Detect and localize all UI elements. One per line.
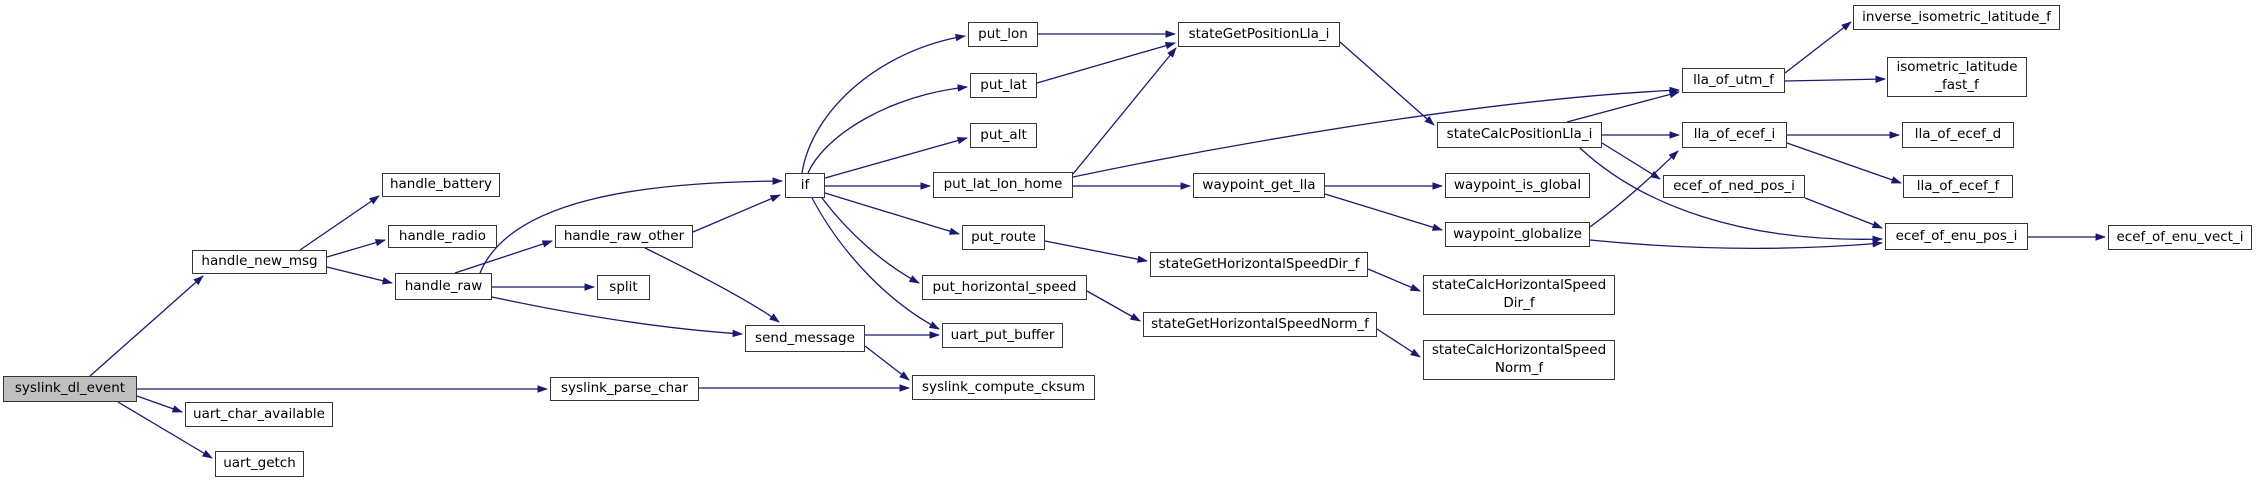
node-inverse_isometric_latitude_f[interactable]: inverse_isometric_latitude_f [1853, 5, 2060, 30]
node-stateGetHorizontalSpeedNorm_f[interactable]: stateGetHorizontalSpeedNorm_f [1143, 312, 1377, 337]
edge-stateGetHorizontalSpeedNorm_f-stateCalcHorizontalSpeedNorm_f [1376, 328, 1421, 358]
edge-put_horizontal_speed-stateGetHorizontalSpeedNorm_f [1086, 290, 1141, 322]
edge-handle_raw_other-send_message [644, 247, 780, 323]
edge-ecef_of_ned_pos_i-ecef_of_enu_pos_i [1804, 197, 1883, 229]
node-ecef_of_ned_pos_i[interactable]: ecef_of_ned_pos_i [1663, 175, 1805, 198]
edge-stateGetHorizontalSpeedDir_f-stateCalcHorizontalSpeedDir_f [1367, 268, 1421, 292]
node-isometric_latitude_fast_f[interactable]: isometric_latitude _fast_f [1887, 57, 2027, 97]
edge-stateCalcPositionLla_i-ecef_of_ned_pos_i [1601, 142, 1661, 180]
node-put_lat[interactable]: put_lat [970, 73, 1037, 98]
edge-handle_raw_other-if [692, 194, 781, 233]
edge-stateGetPositionLla_i-stateCalcPositionLla_i [1339, 41, 1435, 126]
node-uart_char_available[interactable]: uart_char_available [185, 402, 333, 427]
edge-handle_new_msg-handle_radio [326, 239, 386, 258]
edge-if-put_lat [807, 84, 968, 174]
edge-syslink_dl_event-uart_getch [117, 401, 213, 459]
edge-handle_raw-handle_raw_other [454, 240, 553, 274]
edge-handle_new_msg-handle_battery [299, 195, 380, 251]
edge-handle_raw-send_message [491, 296, 743, 338]
edge-put_lat_lon_home-lla_of_utm_f [1072, 86, 1680, 178]
edge-waypoint_get_lla-waypoint_globalize [1324, 193, 1443, 231]
edge-if-put_route [824, 192, 960, 235]
node-handle_new_msg[interactable]: handle_new_msg [192, 250, 327, 274]
node-stateGetHorizontalSpeedDir_f[interactable]: stateGetHorizontalSpeedDir_f [1150, 252, 1368, 277]
edge-waypoint_globalize-ecef_of_enu_pos_i [1589, 239, 1883, 249]
node-syslink_compute_cksum[interactable]: syslink_compute_cksum [912, 375, 1095, 400]
node-put_horizontal_speed[interactable]: put_horizontal_speed [922, 275, 1087, 300]
edge-syslink_dl_event-handle_new_msg [89, 275, 204, 377]
node-put_route[interactable]: put_route [962, 225, 1045, 250]
edge-if-put_alt [824, 136, 968, 179]
edge-waypoint_globalize-lla_of_ecef_i [1589, 150, 1679, 228]
edge-lla_of_ecef_i-lla_of_ecef_f [1786, 142, 1902, 184]
node-handle_raw_other[interactable]: handle_raw_other [555, 225, 693, 248]
node-ecef_of_enu_pos_i[interactable]: ecef_of_enu_pos_i [1885, 223, 2028, 250]
node-lla_of_utm_f[interactable]: lla_of_utm_f [1682, 68, 1785, 93]
node-stateCalcHorizontalSpeedDir_f[interactable]: stateCalcHorizontalSpeed Dir_f [1423, 275, 1615, 315]
node-put_lon[interactable]: put_lon [968, 22, 1038, 47]
node-put_lat_lon_home[interactable]: put_lat_lon_home [933, 172, 1073, 198]
node-uart_put_buffer[interactable]: uart_put_buffer [942, 323, 1063, 348]
node-syslink_parse_char[interactable]: syslink_parse_char [550, 377, 699, 401]
node-stateGetPositionLla_i[interactable]: stateGetPositionLla_i [1178, 22, 1340, 47]
edge-stateCalcPositionLla_i-lla_of_utm_f [1566, 90, 1680, 123]
edge-if-put_horizontal_speed [821, 197, 920, 284]
node-handle_battery[interactable]: handle_battery [382, 173, 500, 197]
edge-if-uart_put_buffer [811, 197, 940, 330]
node-ecef_of_enu_vect_i[interactable]: ecef_of_enu_vect_i [2108, 225, 2252, 250]
node-stateCalcPositionLla_i[interactable]: stateCalcPositionLla_i [1437, 122, 1602, 148]
node-if[interactable]: if [785, 173, 825, 198]
node-split[interactable]: split [597, 275, 650, 300]
edge-put_route-stateGetHorizontalSpeedDir_f [1044, 240, 1148, 263]
edge-if-put_lon [801, 33, 966, 174]
edge-lla_of_utm_f-inverse_isometric_latitude_f [1784, 21, 1852, 74]
node-handle_raw[interactable]: handle_raw [395, 273, 492, 300]
node-handle_radio[interactable]: handle_radio [388, 225, 497, 248]
edge-put_lat_lon_home-stateGetPositionLla_i [1072, 47, 1177, 175]
node-lla_of_ecef_i[interactable]: lla_of_ecef_i [1682, 122, 1787, 148]
edge-lla_of_utm_f-isometric_latitude_fast_f [1784, 75, 1886, 83]
node-waypoint_get_lla[interactable]: waypoint_get_lla [1193, 173, 1325, 198]
node-send_message[interactable]: send_message [745, 325, 865, 352]
node-stateCalcHorizontalSpeedNorm_f[interactable]: stateCalcHorizontalSpeed Norm_f [1423, 340, 1615, 380]
edge-send_message-syslink_compute_cksum [864, 345, 910, 381]
edge-put_lat-stateGetPositionLla_i [1036, 42, 1176, 84]
node-waypoint_is_global[interactable]: waypoint_is_global [1445, 173, 1590, 198]
edge-handle_new_msg-handle_raw [326, 266, 393, 285]
node-waypoint_globalize[interactable]: waypoint_globalize [1445, 222, 1590, 247]
node-uart_getch[interactable]: uart_getch [215, 451, 304, 477]
node-put_alt[interactable]: put_alt [970, 123, 1037, 148]
node-lla_of_ecef_d[interactable]: lla_of_ecef_d [1902, 122, 2014, 148]
edge-handle_raw-if [479, 177, 783, 274]
node-syslink_dl_event[interactable]: syslink_dl_event [3, 376, 137, 402]
node-lla_of_ecef_f[interactable]: lla_of_ecef_f [1903, 175, 2013, 198]
edge-stateCalcPositionLla_i-ecef_of_enu_pos_i [1579, 147, 1883, 244]
edge-syslink_dl_event-uart_char_available [136, 395, 183, 413]
